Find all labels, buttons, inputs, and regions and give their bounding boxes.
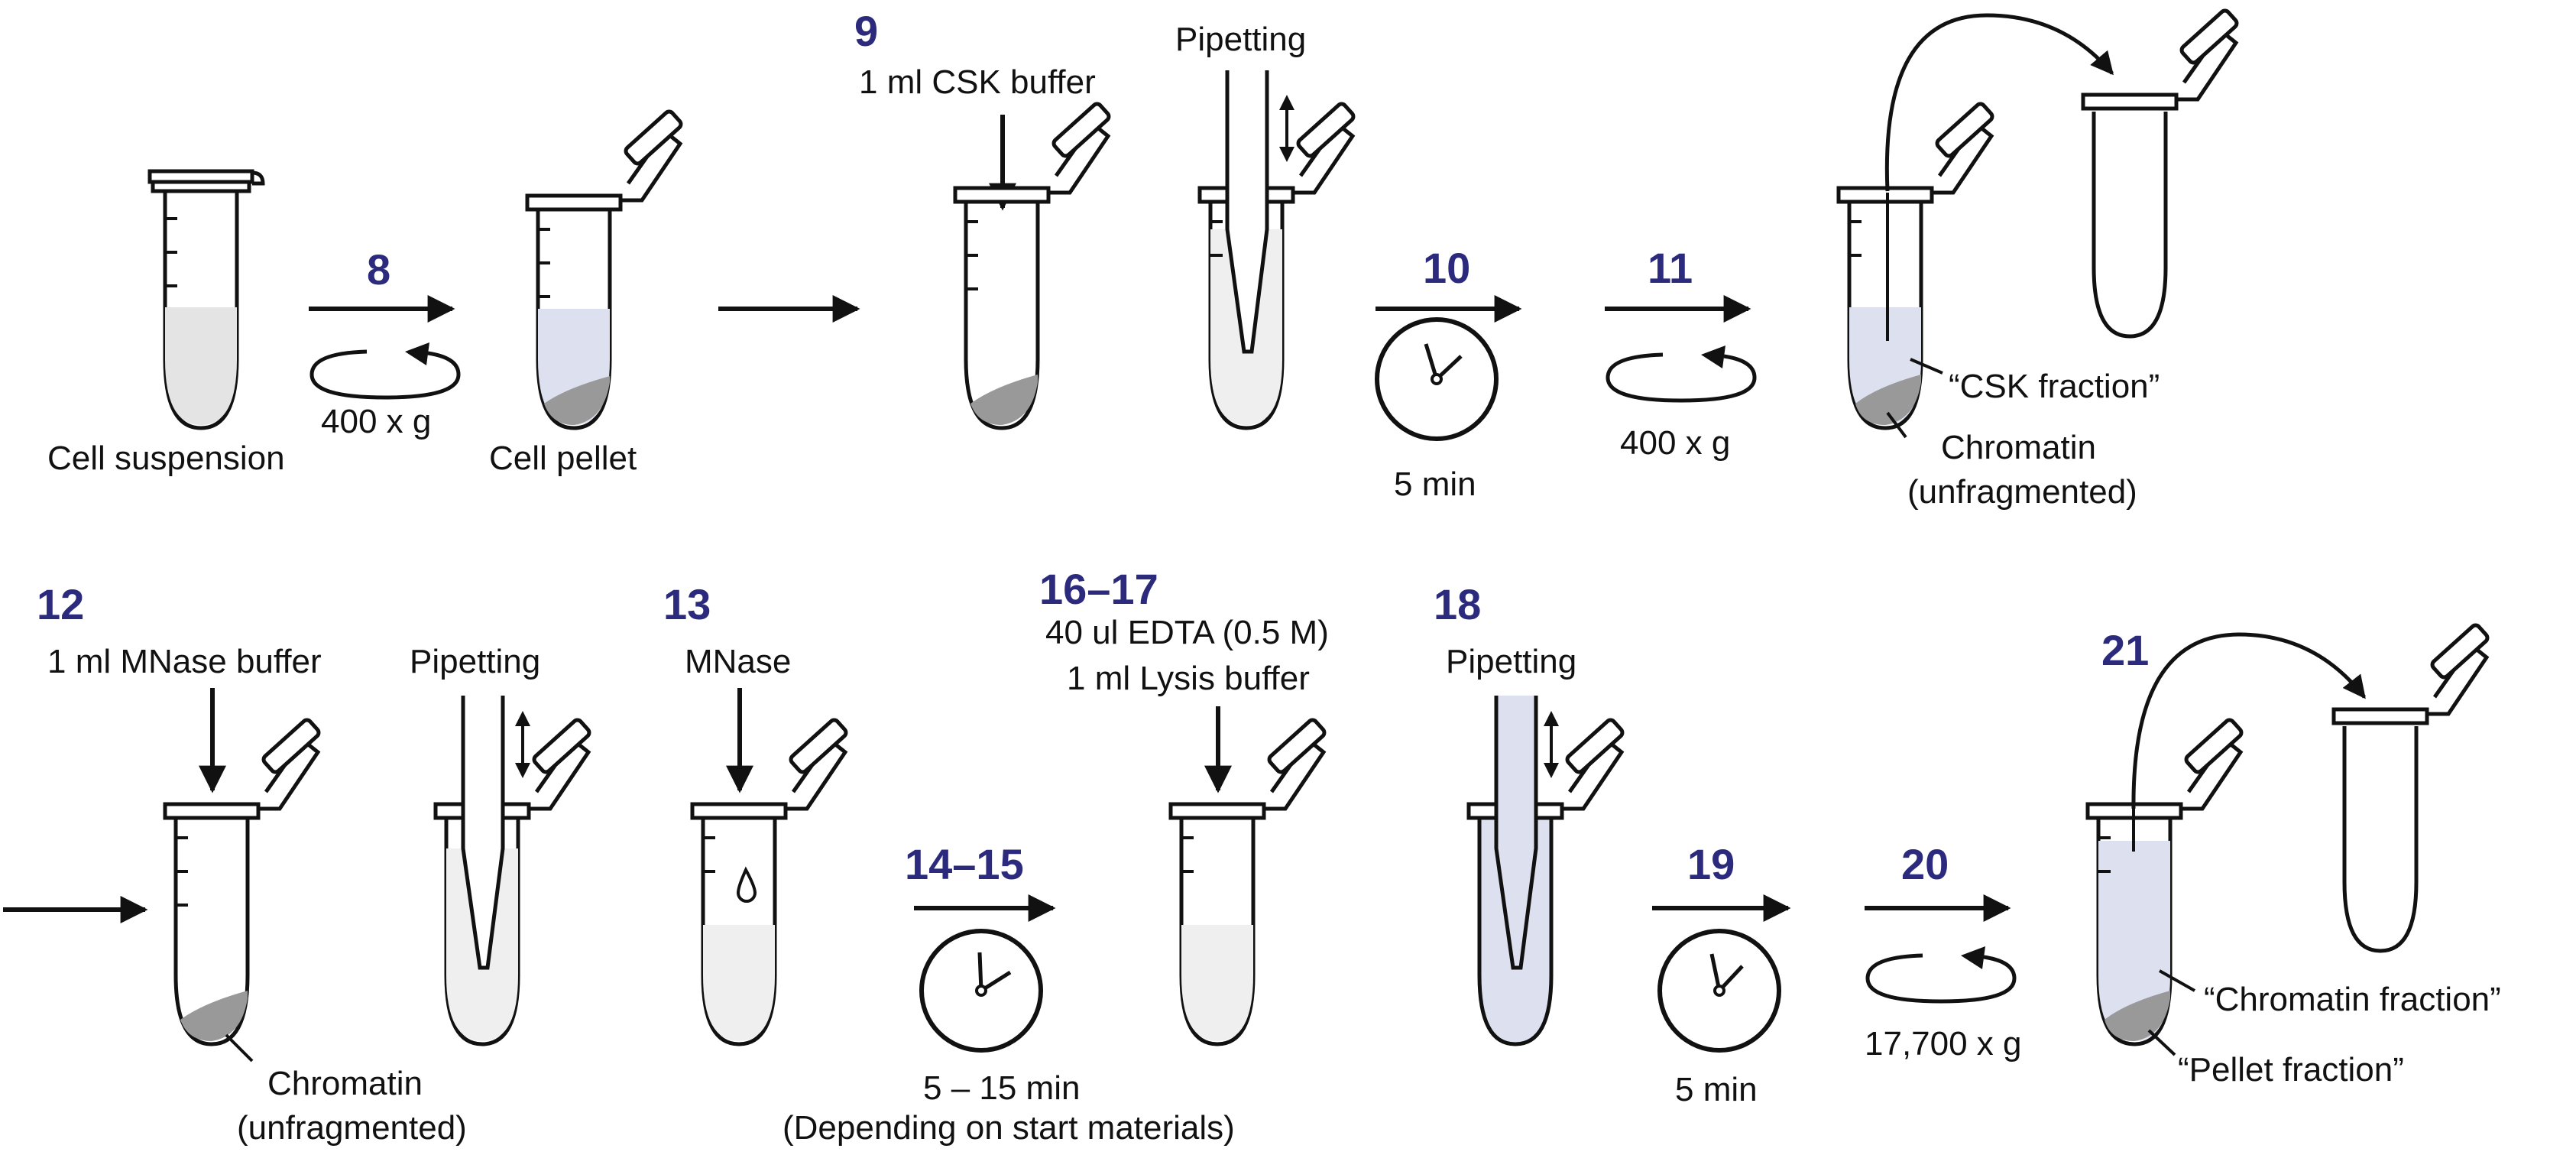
label-pipetting-c: Pipetting	[1446, 643, 1576, 680]
label-mnase: MNase	[685, 643, 791, 680]
step-13: 13	[663, 580, 711, 628]
tube-cell-suspension	[147, 169, 265, 430]
clock-icon	[1375, 317, 1499, 441]
leader-chromatin-b	[225, 1033, 254, 1063]
label-unfragmented-b: (unfragmented)	[237, 1109, 467, 1147]
label-chromatin-b: Chromatin	[267, 1065, 423, 1102]
up-down-arrow-icon	[515, 711, 530, 778]
label-spin-17700: 17,700 x g	[1865, 1025, 2022, 1063]
label-pellet-fraction: “Pellet fraction”	[2178, 1051, 2404, 1088]
label-pipetting-a: Pipetting	[1175, 21, 1306, 58]
tube-mnase-buffer	[163, 718, 321, 1046]
label-edta: 40 ul EDTA (0.5 M)	[1045, 614, 1329, 651]
clock-icon	[919, 929, 1043, 1053]
up-down-arrow-icon	[1279, 95, 1294, 162]
label-chromatin-fraction: “Chromatin fraction”	[2204, 981, 2501, 1018]
label-time-5min-b: 5 min	[1675, 1071, 1758, 1108]
tube-cell-pellet	[525, 109, 683, 430]
label-csk-buffer: 1 ml CSK buffer	[859, 63, 1096, 101]
label-lysis-buffer: 1 ml Lysis buffer	[1067, 660, 1310, 697]
leader-csk	[1910, 358, 1943, 375]
centrifuge-icon	[1865, 946, 2017, 1004]
label-spin-400-b: 400 x g	[1620, 424, 1730, 462]
step-12: 12	[37, 580, 84, 628]
step-9: 9	[854, 7, 878, 55]
leader-pellet-fraction	[2147, 1029, 2176, 1056]
label-unfragmented-a: (unfragmented)	[1907, 473, 2137, 511]
transfer-arrow-a	[1884, 13, 2114, 192]
tube-mnase	[690, 718, 848, 1046]
label-chromatin-a: Chromatin	[1941, 429, 2096, 466]
label-mnase-buffer: 1 ml MNase buffer	[47, 643, 322, 680]
step-14-15: 14–15	[905, 840, 1024, 888]
label-cell-pellet: Cell pellet	[489, 440, 637, 477]
tube-transfer-b	[2331, 623, 2490, 953]
step-20: 20	[1901, 840, 1949, 888]
droplet-icon	[736, 866, 757, 903]
step-11: 11	[1648, 244, 1693, 292]
step-19: 19	[1687, 840, 1735, 888]
step-8: 8	[367, 245, 390, 294]
tube-pipetting-b	[433, 696, 591, 1046]
label-time-5-15: 5 – 15 min	[923, 1069, 1080, 1107]
tube-csk-fraction	[1836, 102, 1994, 430]
tube-transfer-a	[2081, 8, 2239, 339]
tube-chromatin-fraction	[2085, 718, 2244, 1046]
tube-lysis	[1168, 718, 1327, 1046]
step-21: 21	[2101, 626, 2149, 674]
centrifuge-icon	[1606, 346, 1757, 403]
tube-csk-added	[953, 102, 1111, 430]
label-depending: (Depending on start materials)	[783, 1109, 1235, 1147]
label-pipetting-b: Pipetting	[410, 643, 540, 680]
transfer-arrow-b	[2131, 632, 2366, 809]
step-10: 10	[1423, 244, 1470, 292]
step-18: 18	[1434, 580, 1481, 628]
leader-chromatin-fraction	[2159, 969, 2195, 992]
label-spin-400-a: 400 x g	[321, 403, 431, 440]
step-16-17: 16–17	[1039, 565, 1158, 613]
label-time-5min-a: 5 min	[1394, 466, 1476, 503]
up-down-arrow-icon	[1544, 711, 1559, 778]
label-csk-fraction: “CSK fraction”	[1949, 368, 2160, 405]
tube-pipetting-a	[1197, 70, 1356, 430]
leader-chromatin-a	[1886, 411, 1907, 439]
centrifuge-icon	[309, 342, 461, 400]
label-cell-suspension: Cell suspension	[47, 440, 285, 477]
tube-pipetting-c	[1466, 696, 1625, 1046]
clock-icon	[1657, 929, 1781, 1053]
